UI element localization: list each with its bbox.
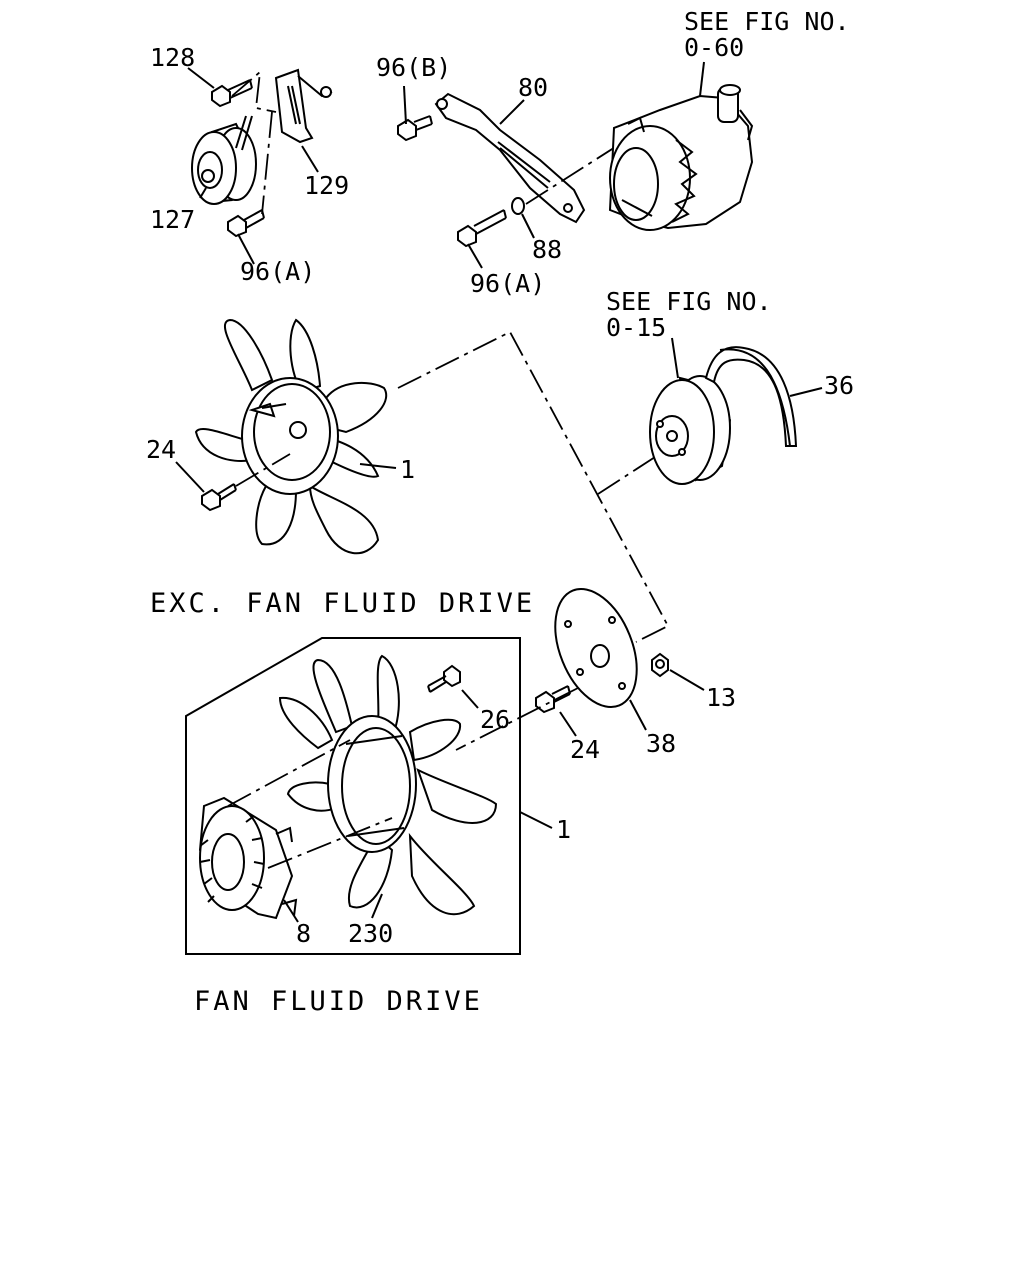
leader-lines: [175, 61, 823, 923]
bolt-24-top: [201, 453, 291, 512]
callout-96b: 96(B): [376, 53, 451, 82]
water-pump-pulley: [649, 375, 732, 485]
callout-8: 8: [296, 919, 311, 948]
callout-88: 88: [532, 235, 562, 264]
v-belt-36: [704, 346, 798, 447]
adjusting-bracket-assembly: [397, 92, 621, 248]
reference-water-pump-line2: 0-15: [606, 313, 666, 342]
fan-spacer-plate-38: [554, 587, 638, 709]
alignment-line-coupling-b: [267, 817, 393, 869]
callout-26: 26: [480, 705, 510, 734]
bolt-24-bottom: [535, 685, 571, 714]
alignment-line-coupling-a: [227, 739, 351, 807]
callout-13: 13: [706, 683, 736, 712]
cooling-fan-bottom: [278, 654, 498, 916]
callout-24-top: 24: [146, 435, 176, 464]
reference-water-pump-line1: SEE FIG NO.: [606, 287, 772, 316]
alternator: [608, 84, 754, 231]
cooling-fan-top: [194, 318, 388, 555]
callout-129: 129: [304, 171, 349, 200]
fluid-drive-frame: [185, 637, 521, 955]
idler-pulley-assembly: [191, 68, 333, 238]
callout-24-bottom: 24: [570, 735, 600, 764]
alignment-line-plate: [455, 687, 579, 751]
callout-1-bottom: 1: [556, 815, 571, 844]
caption-fan-fluid-drive: FAN FLUID DRIVE: [194, 986, 483, 1017]
callout-1-top: 1: [400, 455, 415, 484]
alignment-line-main: [397, 330, 670, 643]
callout-96a-left: 96(A): [240, 257, 315, 286]
callout-128: 128: [150, 43, 195, 72]
pulley-127: [191, 115, 257, 205]
callout-127: 127: [150, 205, 195, 234]
bolt-96a-mid: [457, 209, 507, 248]
alignment-line-pump: [597, 445, 673, 495]
fluid-coupling-8: [198, 796, 298, 920]
bolt-26: [427, 664, 461, 693]
nut-13: [651, 652, 669, 678]
caption-exc-fan-fluid-drive: EXC. FAN FLUID DRIVE: [150, 588, 535, 619]
callout-96a-mid: 96(A): [470, 269, 545, 298]
bolt-128: [211, 79, 253, 108]
reference-alternator-line2: 0-60: [684, 33, 744, 62]
washer-88: [511, 197, 525, 215]
reference-alternator-line1: SEE FIG NO.: [684, 7, 850, 36]
callout-38: 38: [646, 729, 676, 758]
callout-36: 36: [824, 371, 854, 400]
callout-80: 80: [518, 73, 548, 102]
bracket-129: [274, 68, 333, 144]
callout-230: 230: [348, 919, 393, 948]
bolt-96a-left: [227, 209, 265, 238]
bolt-96b: [397, 115, 433, 142]
